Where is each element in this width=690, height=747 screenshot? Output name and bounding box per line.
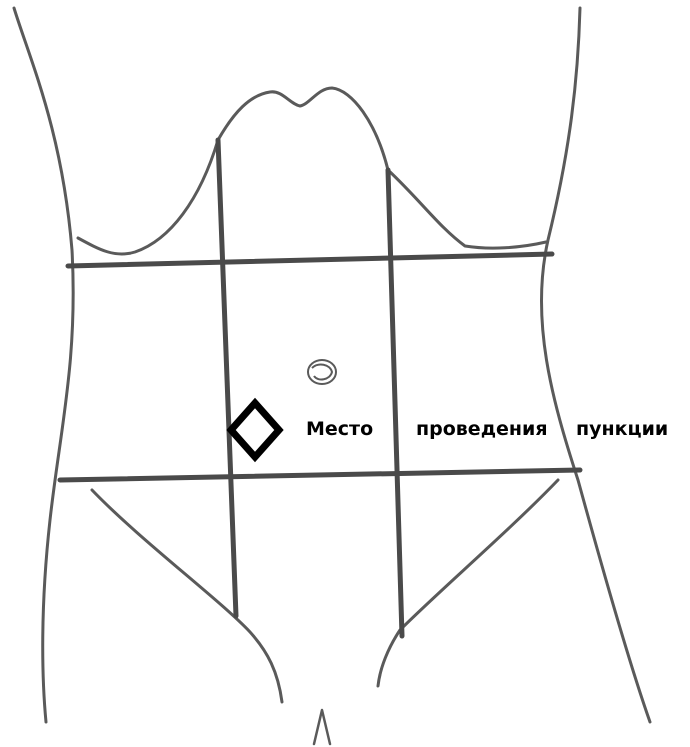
torso-right-contour [541, 8, 650, 722]
annotation-word-conduct: проведения [416, 420, 548, 439]
upper-horizontal-line [68, 254, 552, 266]
lower-horizontal-line [60, 470, 580, 480]
torso-left-contour [14, 8, 73, 722]
pubic-notch [314, 710, 330, 744]
navel-inner [312, 365, 332, 380]
right-vertical-line [388, 170, 402, 636]
body-outline [14, 8, 650, 744]
region-grid [60, 140, 580, 636]
annotation-word-puncture: пункции [576, 420, 668, 439]
annotation-word-place: Место [306, 420, 373, 439]
left-vertical-line [218, 140, 236, 616]
puncture-site-marker [231, 403, 279, 457]
navel [308, 360, 336, 384]
rib-cage-arch [78, 88, 546, 254]
left-inguinal-line [92, 490, 282, 702]
right-inguinal-line [378, 480, 558, 686]
